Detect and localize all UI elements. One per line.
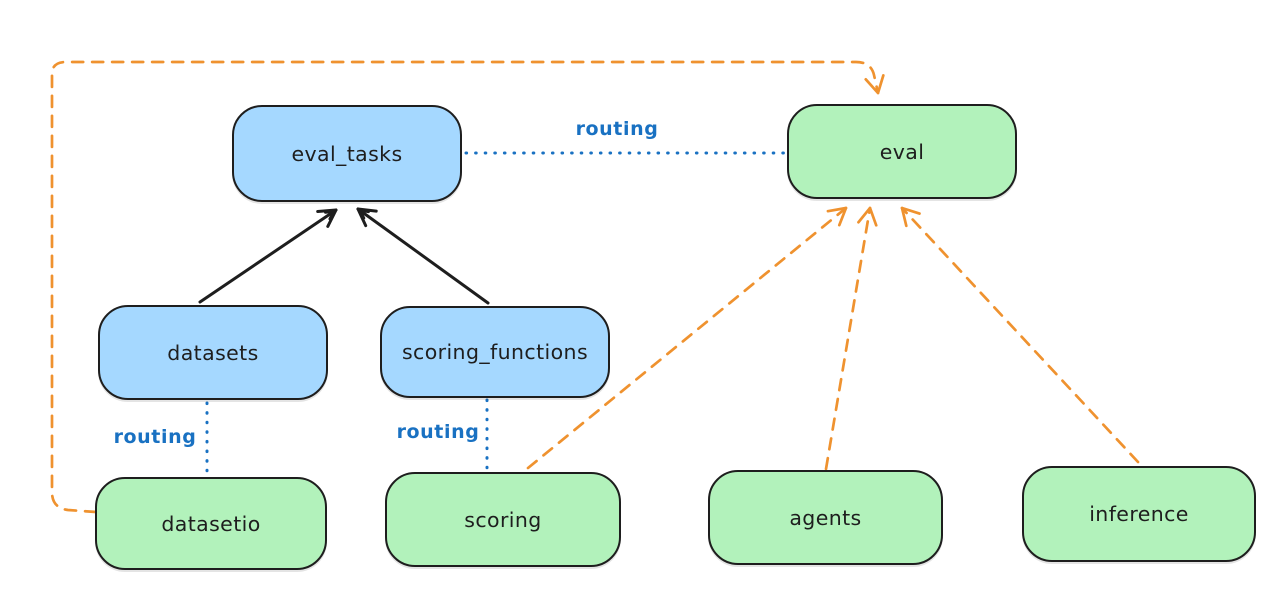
routing-label-eval-tasks-eval: routing	[575, 118, 659, 140]
node-scoring: scoring	[385, 472, 621, 567]
node-eval-tasks-label: eval_tasks	[291, 141, 403, 166]
node-scoring-functions-label: scoring_functions	[401, 340, 589, 364]
edge-datasetio-to-eval	[50, 60, 885, 514]
edge-inference-to-eval	[900, 206, 1140, 464]
node-eval-tasks: eval_tasks	[232, 105, 462, 202]
node-inference-label: inference	[1089, 502, 1189, 526]
edge-scoring-to-eval	[526, 206, 848, 470]
node-datasetio-label: datasetio	[161, 511, 261, 536]
node-agents: agents	[708, 470, 943, 565]
edge-scoring-functions-to-eval-tasks	[356, 207, 490, 305]
edge-agents-to-eval	[824, 206, 878, 471]
node-eval: eval	[787, 104, 1017, 199]
node-scoring-functions: scoring_functions	[380, 306, 610, 398]
node-eval-label: eval	[879, 139, 925, 164]
routing-label-datasets-datasetio: routing	[113, 426, 197, 448]
node-inference: inference	[1022, 466, 1256, 562]
node-scoring-label: scoring	[464, 507, 542, 532]
node-datasets: datasets	[98, 305, 328, 400]
edge-datasets-to-eval-tasks	[198, 208, 338, 304]
node-agents-label: agents	[789, 505, 862, 530]
routing-label-scoring-functions-scoring: routing	[396, 421, 480, 443]
node-datasets-label: datasets	[167, 340, 259, 365]
node-datasetio: datasetio	[95, 477, 327, 570]
